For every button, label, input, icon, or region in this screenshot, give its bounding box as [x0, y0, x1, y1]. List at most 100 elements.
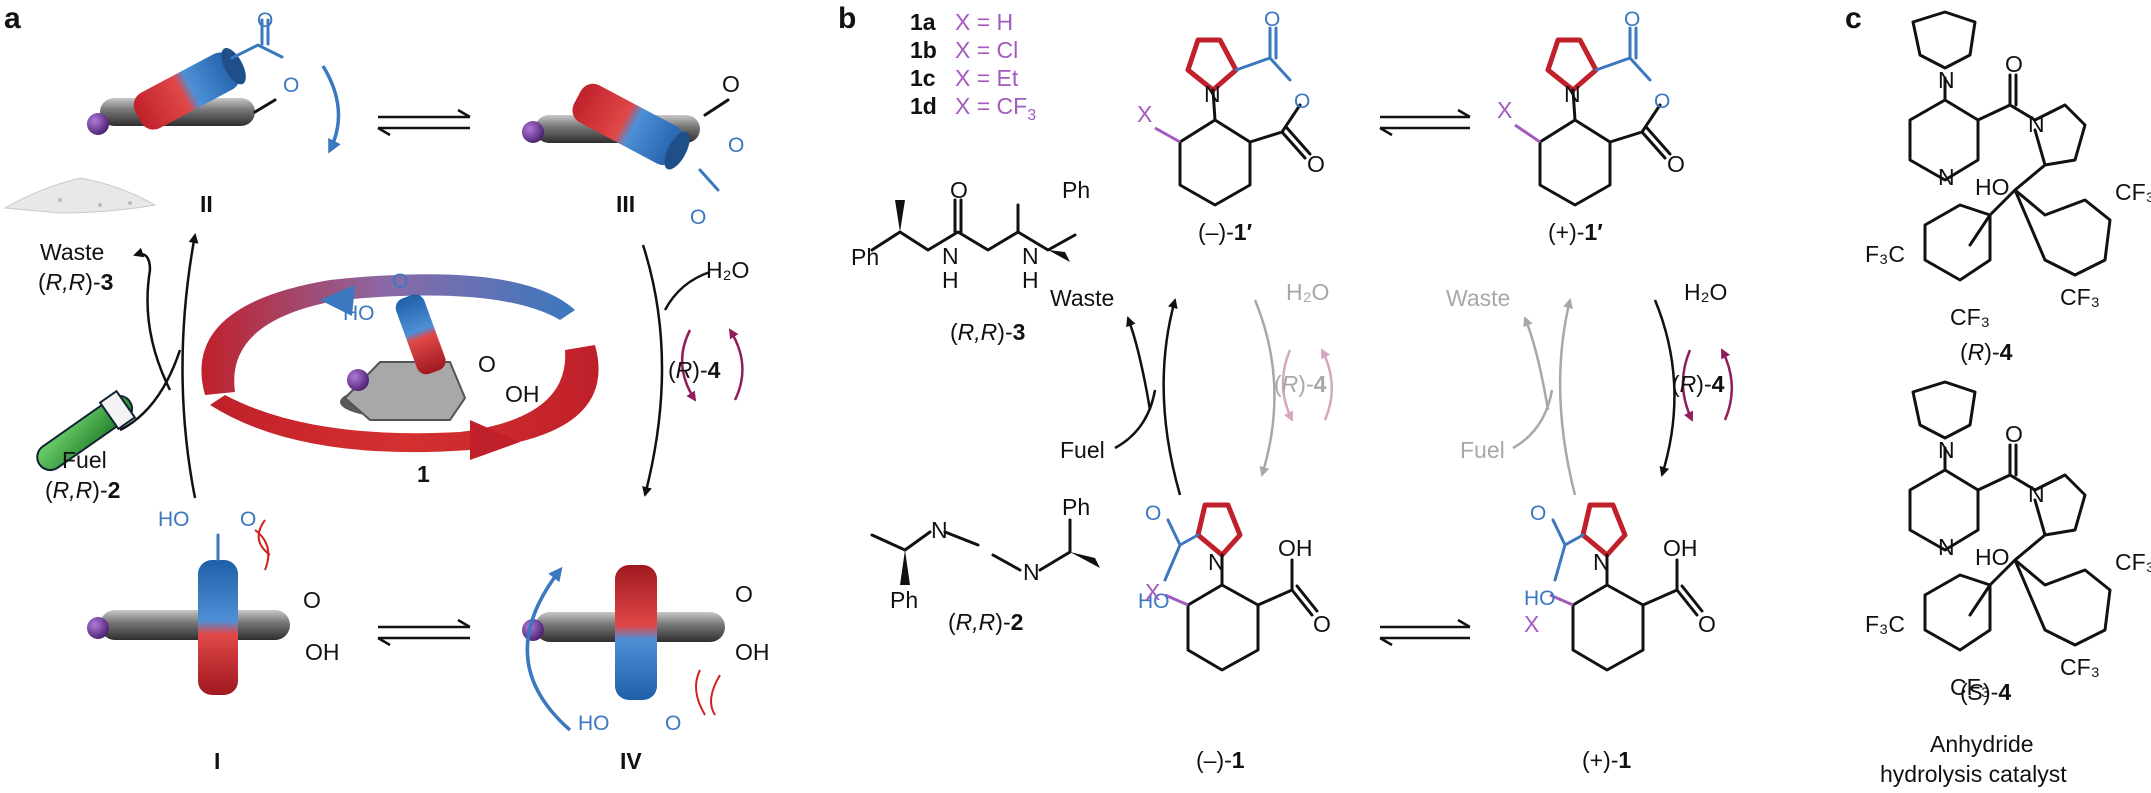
catalyst-r-structure: N N O N HO CF₃ CF₃ F₃C CF₃ (R)-4: [1865, 10, 2151, 365]
legend-id-1d: 1d: [910, 93, 937, 119]
cycle-ring-top: [201, 274, 575, 395]
o-plus-bottom: O: [1667, 151, 1685, 177]
oh-state-iv: OH: [735, 639, 770, 665]
catalyst-r-label: (R)-4: [1960, 339, 2013, 365]
arrow-hydrolysis: [1653, 299, 1676, 477]
cf3-s-right-bottom: CF₃: [2060, 654, 2100, 680]
clash-mark-i: [257, 519, 271, 556]
stopper-ball-i: [87, 617, 109, 639]
fuel-compound: (R,R)-2: [45, 477, 120, 503]
bridging-o-iii: O: [728, 134, 744, 157]
carbodiimide-n-left: N: [931, 517, 948, 543]
acid-minus-structure: O HO N OH O X (–)-1: [1138, 502, 1331, 773]
o-acid-minus: O: [1313, 611, 1331, 637]
carbodiimide-n-right: N: [1023, 559, 1040, 585]
arrow-from-fuel: [119, 349, 182, 432]
panel-b: b 1a X = H 1b X = Cl 1c X = Et 1d X = CF…: [838, 2, 1734, 773]
substituent-legend: 1a X = H 1b X = Cl 1c X = Et 1d X = CF3: [910, 9, 1036, 124]
x-acid-minus: X: [1145, 579, 1160, 605]
waste-label: Waste: [40, 239, 104, 265]
fuel-test-tube: [36, 389, 137, 472]
central-ball: [347, 369, 369, 391]
ho-r: HO: [1975, 174, 2010, 200]
arrow-grey-acid-to-anhydride-plus: [1558, 298, 1577, 496]
f3c-r-left: F₃C: [1865, 241, 1905, 267]
ho-state-i: HO: [158, 508, 190, 531]
fuel-label-b-grey: Fuel: [1460, 437, 1505, 463]
o-plus-top: O: [1624, 8, 1640, 31]
urea-label: (R,R)-3: [950, 319, 1025, 345]
legend-id-1b: 1b: [910, 37, 937, 63]
o-carbonyl-s: O: [2005, 421, 2023, 447]
central-o-top: O: [392, 270, 408, 293]
cf3-s-right-top: CF₃: [2115, 549, 2151, 575]
anhydride-bond-ii-top: [230, 43, 284, 60]
n-amide-r: N: [2028, 111, 2045, 137]
o-plus-bridge: O: [1654, 90, 1670, 113]
stopper-ball-ii: [87, 113, 109, 135]
proline-ring-s: [2008, 473, 2087, 537]
curved-arrow-iv: [525, 566, 572, 732]
urea-h-left: H: [942, 267, 959, 293]
caption-line-1: Anhydride: [1930, 731, 2034, 757]
carbonyl-o-ii: O: [257, 9, 273, 32]
o-minus-top: O: [1264, 8, 1280, 31]
n-acid-minus: N: [1208, 549, 1225, 575]
rotor-cylinder-i: [198, 560, 238, 695]
n-pyrrolidine-r: N: [1938, 67, 1955, 93]
panel-a: a O O II: [3, 2, 770, 774]
oh-acid-minus: OH: [1278, 535, 1313, 561]
panel-a-label: a: [4, 2, 21, 35]
acid-plus-label: (+)-1: [1582, 747, 1631, 773]
catalyst-arrow-b-right: [1720, 348, 1734, 421]
anhydride-bond-ii-bottom: [253, 98, 277, 114]
o-acid-plus-top: O: [1530, 502, 1546, 525]
clash-mark-iv: [695, 669, 706, 716]
legend-sub-1b: X = Cl: [955, 37, 1018, 63]
cf3-r-left-bottom: CF₃: [1950, 304, 1990, 330]
oh-state-i: OH: [305, 639, 340, 665]
n-minus: N: [1204, 81, 1221, 107]
arrow-from-fuel-b: [1114, 389, 1157, 450]
arrow-to-waste-b: [1126, 316, 1152, 411]
catalyst-arrow-grey-left: [1281, 349, 1294, 422]
urea-ph-right: Ph: [1062, 177, 1090, 203]
o-acid-plus: O: [1698, 611, 1716, 637]
anhydride-minus-structure: O O O N X (–)-1′: [1137, 8, 1325, 245]
cf3-r-right-bottom: CF₃: [2060, 284, 2100, 310]
central-ho: HO: [343, 302, 375, 325]
central-rotor: [395, 294, 446, 375]
urea-h-right: H: [1022, 267, 1039, 293]
waste-label-b-grey: Waste: [1446, 285, 1510, 311]
benzene-minus: [1178, 88, 1252, 207]
benzene-acid-minus: [1186, 553, 1260, 672]
urea-skeleton: [870, 230, 1077, 252]
water-label-a: H₂O: [706, 257, 749, 283]
catalyst-arrow-a-left: [680, 329, 697, 402]
benzene-plus: [1538, 88, 1612, 207]
f3c-s-left: F₃C: [1865, 611, 1905, 637]
n-pyridine-s: N: [1938, 534, 1955, 560]
cf3-s-left-bottom: CF₃: [1950, 674, 1990, 700]
arrow-water-in: [663, 270, 711, 311]
bridging-o-ii: O: [283, 74, 299, 97]
panel-b-label: b: [838, 2, 856, 35]
waste-powder: [3, 177, 157, 214]
legend-sub-1c: X = Et: [955, 65, 1019, 91]
pyrrole-red-acid-plus: [1580, 502, 1628, 558]
x-acid-plus: X: [1524, 611, 1539, 637]
legend-sub-1a: X = H: [955, 9, 1013, 35]
axle-i: [100, 610, 290, 640]
catalyst-label-b: (R)-4: [1672, 371, 1725, 397]
rotor-cylinder-iv: [615, 565, 657, 700]
x-plus: X: [1497, 97, 1512, 123]
equilibrium-acid: [1379, 618, 1471, 647]
urea-ph-left: Ph: [851, 244, 879, 270]
rotor-cylinder-iii: [572, 83, 690, 170]
urea-o: O: [950, 177, 968, 203]
fuel-label-b: Fuel: [1060, 437, 1105, 463]
benzene-acid-plus: [1571, 553, 1645, 672]
catalyst-label-b-grey: (R)-4: [1274, 371, 1327, 397]
equilibrium-anhydride: [1379, 108, 1471, 137]
